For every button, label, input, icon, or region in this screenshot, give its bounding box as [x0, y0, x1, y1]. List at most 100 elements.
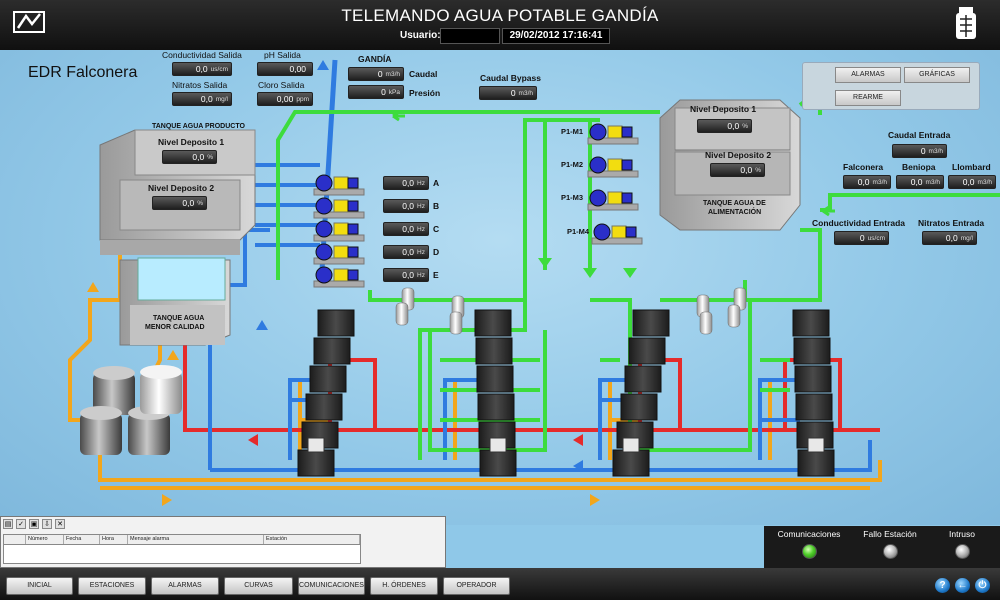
- bottom-navbar: INICIAL ESTACIONES ALARMAS CURVAS COMUNI…: [0, 568, 1000, 600]
- column-numero[interactable]: Número: [26, 535, 64, 544]
- product-tank-level2-value: 0,0%: [152, 196, 207, 210]
- edr-stack-logo-icon: [807, 437, 825, 453]
- pump-c-label: C: [433, 224, 440, 234]
- edr-stack-cell: [479, 449, 517, 477]
- alarm-toolbar: ▤ ✓ ▣ ⇩ ✕: [3, 519, 65, 531]
- status-fallo-estacion: Fallo Estación: [856, 529, 924, 559]
- feed-tank-level2-label: Nivel Deposito 2: [705, 150, 772, 160]
- column-fecha[interactable]: Fecha: [64, 535, 100, 544]
- caudal-entrada-label: Caudal Entrada: [888, 130, 951, 140]
- column-hora[interactable]: Hora: [100, 535, 128, 544]
- feed-pump-label-4: P1-M4: [567, 227, 590, 236]
- feed-tank-level1-label: Nivel Deposito 1: [690, 104, 757, 114]
- edr-stack-cell: [793, 337, 831, 365]
- nav-alarmas-button[interactable]: ALARMAS: [151, 577, 219, 595]
- dosing-pump-e[interactable]: [313, 266, 365, 288]
- product-tank-level2-label: Nivel Deposito 2: [148, 183, 215, 193]
- gandia-title: GANDÍA: [358, 54, 392, 64]
- edr-stack-cell: [794, 365, 832, 393]
- filter-icon[interactable]: ▤: [3, 519, 13, 529]
- column-mensaje[interactable]: Mensaje alarma: [128, 535, 264, 544]
- print-icon[interactable]: ▣: [29, 519, 39, 529]
- edr-stack-cell: [309, 365, 347, 393]
- feed-tank-level2-value: 0,0%: [710, 163, 765, 177]
- feed-pump-p1-m4[interactable]: [591, 223, 643, 245]
- dosing-pump-a[interactable]: [313, 174, 365, 196]
- feed-pump-p1-m2[interactable]: [587, 156, 639, 178]
- nav-operador-button[interactable]: OPERADOR: [443, 577, 510, 595]
- feed-pump-label-3: P1-M3: [561, 193, 584, 202]
- nav-inicial-button[interactable]: INICIAL: [6, 577, 73, 595]
- inlet-source-label-0: Falconera: [843, 162, 884, 172]
- low-quality-tank-label-2: MENOR CALIDAD: [145, 324, 205, 331]
- alarm-table-header: Número Fecha Hora Mensaje alarma Estació…: [4, 535, 360, 545]
- pump-a-label: A: [433, 178, 440, 188]
- nav-historico-ordenes-button[interactable]: H. ÓRDENES: [370, 577, 438, 595]
- graficas-button[interactable]: GRÁFICAS: [904, 67, 970, 83]
- edr-stack-cell: [313, 337, 351, 365]
- rearme-button[interactable]: REARME: [835, 90, 901, 106]
- alarm-table: Número Fecha Hora Mensaje alarma Estació…: [3, 534, 361, 564]
- feed-pump-label-1: P1-M1: [561, 127, 584, 136]
- comunicaciones-led-icon: [801, 544, 817, 559]
- export-icon[interactable]: ⇩: [42, 519, 52, 529]
- nav-curvas-button[interactable]: CURVAS: [224, 577, 293, 595]
- power-icon[interactable]: ⏻: [975, 578, 990, 593]
- app-title: TELEMANDO AGUA POTABLE GANDÍA: [341, 6, 659, 25]
- delete-icon[interactable]: ✕: [55, 519, 65, 529]
- dosing-pump-d[interactable]: [313, 243, 365, 265]
- alarmas-button[interactable]: ALARMAS: [835, 67, 901, 83]
- edr-stack-cell: [624, 365, 662, 393]
- conductividad-entrada-label: Conductividad Entrada: [812, 218, 906, 228]
- conductividad-salida-label: Conductividad Salida: [162, 50, 242, 60]
- feed-pump-label-2: P1-M2: [561, 160, 584, 169]
- feed-tank-level1-value: 0,0%: [697, 119, 752, 133]
- dosing-pump-b[interactable]: [313, 197, 365, 219]
- edr-stack-cell: [797, 449, 835, 477]
- feed-tank-label-1: TANQUE AGUA DE: [703, 200, 766, 207]
- feed-pumps: [587, 123, 643, 245]
- help-icon[interactable]: ?: [935, 578, 950, 593]
- back-icon[interactable]: ←: [955, 578, 970, 593]
- edr-stack-cell: [297, 449, 335, 477]
- feed-pump-p1-m3[interactable]: [587, 189, 639, 211]
- ph-salida-label: pH Salida: [264, 50, 301, 60]
- inlet-source-label-1: Beniopa: [902, 162, 936, 172]
- edr-stack-cell: [305, 393, 343, 421]
- dosing-pump-c[interactable]: [313, 220, 365, 242]
- acknowledge-icon[interactable]: ✓: [16, 519, 26, 529]
- column-estacion[interactable]: Estación: [264, 535, 360, 544]
- gandia-presion-label: Presión: [409, 88, 441, 98]
- edr-stack-cell: [632, 309, 670, 337]
- edr-stack-logo-icon: [489, 437, 507, 453]
- edr-stack-cell: [612, 449, 650, 477]
- low-quality-tank-label-1: TANQUE AGUA: [153, 315, 205, 322]
- pump-e-label: E: [433, 270, 439, 280]
- edr-stack-cell: [475, 337, 513, 365]
- edr-stack-cell: [628, 337, 666, 365]
- feed-pump-p1-m1[interactable]: [587, 123, 639, 145]
- nav-comunicaciones-button[interactable]: COMUNICACIONES: [298, 577, 365, 595]
- nav-estaciones-button[interactable]: ESTACIONES: [78, 577, 146, 595]
- edr-stack-cell: [317, 309, 355, 337]
- status-intruso: Intruso: [936, 529, 988, 559]
- edr-stack-cell: [795, 393, 833, 421]
- low-quality-tank: [119, 257, 231, 346]
- user-label: Usuario:: [400, 30, 441, 41]
- edr-stack-cell: [474, 309, 512, 337]
- silos: [80, 365, 182, 455]
- pump-d-label: D: [433, 247, 440, 257]
- caudal-bypass-label: Caudal Bypass: [480, 73, 541, 83]
- edr-stack-logo-icon: [307, 437, 325, 453]
- product-tank-title: TANQUE AGUA PRODUCTO: [152, 123, 245, 130]
